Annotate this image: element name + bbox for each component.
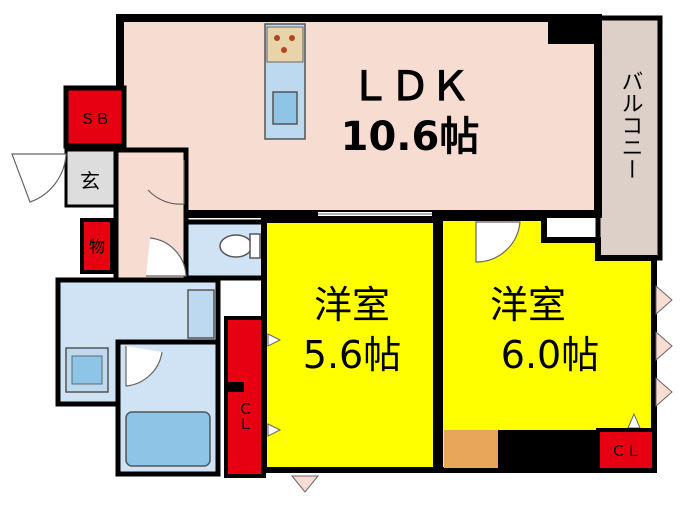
room-2-door: [475, 221, 521, 263]
closet-2: [596, 428, 656, 472]
closet-1-label: ＣＬ: [236, 401, 254, 431]
western-room-1: [261, 217, 439, 473]
vanity: [187, 289, 215, 339]
shoe-box-label: ＳＢ: [80, 110, 110, 128]
toilet-tank: [249, 233, 261, 259]
western-room-2: [437, 215, 657, 473]
ldk-name: ＬＤＫ: [350, 64, 470, 110]
toilet-door: [146, 237, 187, 277]
entrance-door: [11, 153, 67, 203]
balcony-label: バルコニー: [618, 70, 643, 180]
washing-machine-drum: [71, 355, 103, 385]
window-marker: [655, 376, 673, 408]
burner-icon: [274, 35, 280, 41]
ldk-size: 10.6帖: [341, 114, 480, 160]
western-room-2-size: 6.0帖: [501, 333, 599, 377]
burner-icon: [289, 35, 295, 41]
storage: [80, 218, 114, 274]
western-room-1-name: 洋室: [314, 283, 390, 327]
burner-icon: [281, 47, 287, 53]
bathtub: [125, 411, 211, 467]
entrance-label: 玄: [80, 169, 100, 193]
stove-top: [266, 26, 304, 63]
room-1-door-marker: [267, 333, 282, 347]
hall-door: [147, 160, 185, 205]
western-room-1-size: 5.6帖: [303, 333, 401, 377]
window-marker: [655, 284, 673, 316]
pillar: [548, 18, 598, 44]
storage-label: 物: [89, 237, 105, 256]
bath-door: [125, 346, 163, 387]
western-room-2-name: 洋室: [490, 283, 566, 327]
closet-2-label: ＣＬ: [611, 442, 641, 460]
closet-1-pillar: [226, 382, 244, 392]
room-1-door-marker: [267, 423, 282, 437]
ldk-room: [116, 14, 602, 218]
window-marker: [290, 475, 320, 493]
toilet-bowl: [219, 234, 253, 258]
closet-1: [224, 316, 266, 478]
floor-accent: [444, 430, 498, 468]
room-2-pillar: [498, 430, 598, 468]
shoe-box: [63, 85, 127, 149]
entrance: [64, 148, 118, 208]
window-marker: [655, 330, 673, 362]
sink: [272, 91, 298, 125]
